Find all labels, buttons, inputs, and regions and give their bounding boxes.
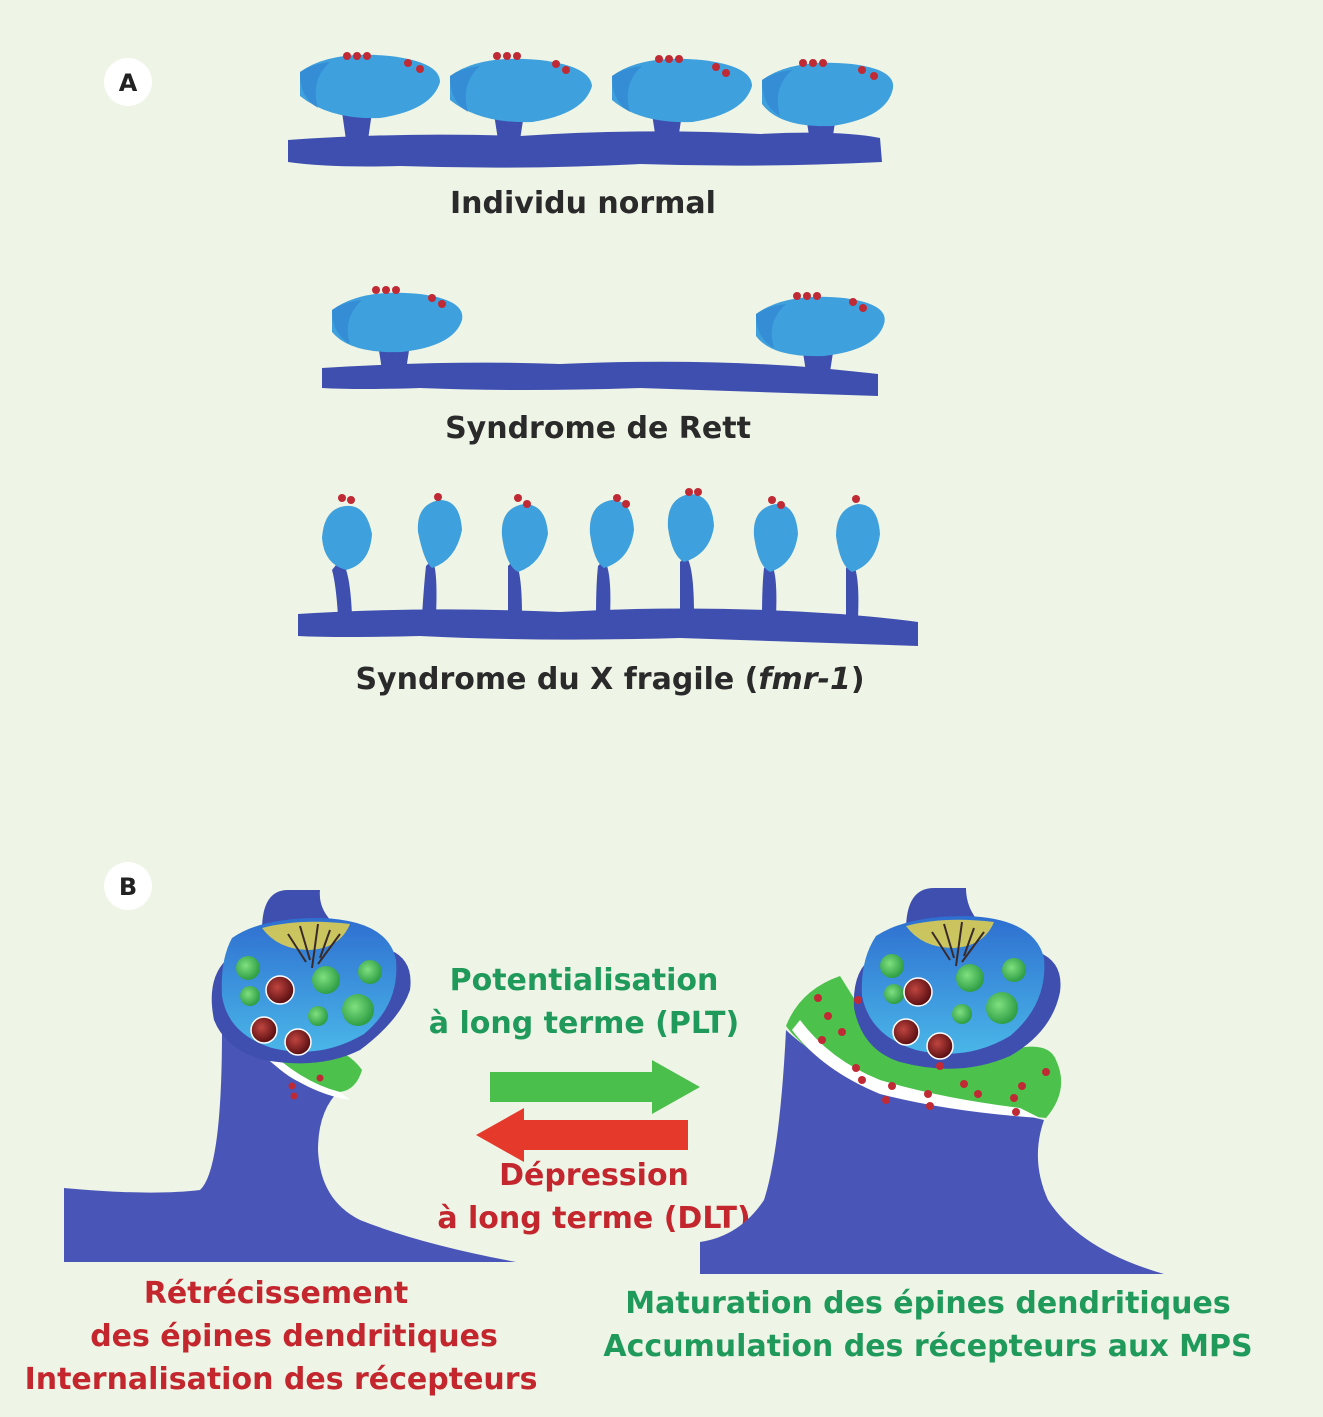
dendrite-right — [700, 1030, 1164, 1274]
dendrite-fragile-x — [298, 608, 918, 646]
caption-rett: Syndrome de Rett — [445, 411, 751, 446]
spine-rett-2 — [756, 296, 885, 372]
spine-normal-3 — [612, 58, 752, 140]
right-caption-line1: Maturation des épines dendritiques — [625, 1286, 1231, 1321]
spine-fx-3 — [501, 504, 548, 616]
ltd-label-line2: à long terme (DLT) — [437, 1201, 750, 1236]
fragile-x-spines — [322, 494, 880, 618]
left-caption-line1: Rétrécissement — [144, 1276, 408, 1311]
spine-fx-2 — [417, 500, 462, 616]
panel-b-badge — [104, 862, 152, 910]
dendrite-left — [64, 1030, 516, 1262]
left-caption-line3: Internalisation des récepteurs — [25, 1362, 538, 1397]
row-rett: Syndrome de Rett — [322, 286, 885, 446]
panel-a-badge — [104, 58, 152, 106]
dendrite-rett — [322, 361, 878, 396]
receptors-fragile-x — [338, 488, 860, 509]
spine-normal-2 — [450, 58, 592, 140]
left-caption-line2: des épines dendritiques — [90, 1319, 498, 1354]
spine-rett-1 — [332, 292, 463, 370]
spine-normal-4 — [762, 62, 894, 142]
right-caption-line2: Accumulation des récepteurs aux MPS — [603, 1329, 1252, 1364]
panel-b: B — [25, 862, 1253, 1397]
synapse-shrunk — [64, 890, 516, 1262]
presynaptic-terminal-left — [211, 890, 411, 1064]
receptors-left — [288, 1074, 324, 1100]
ltp-label-line2: à long terme (PLT) — [429, 1006, 739, 1041]
ltd-label-line1: Dépression — [499, 1158, 689, 1193]
panel-b-label: B — [119, 873, 137, 901]
spine-fx-1 — [322, 505, 372, 616]
panel-a: A — [104, 52, 918, 697]
synapse-mature — [700, 888, 1164, 1274]
row-fragile-x: Syndrome du X fragile (fmr-1) — [298, 488, 918, 697]
dendrite-normal — [288, 131, 882, 168]
presynaptic-terminal-right — [853, 888, 1061, 1069]
row-normal: Individu normal — [288, 52, 894, 221]
spine-fx-6 — [753, 504, 798, 616]
spine-fx-4 — [589, 500, 634, 616]
receptors-rett — [372, 286, 867, 312]
caption-fragile-x: Syndrome du X fragile (fmr-1) — [355, 662, 864, 697]
spine-fx-7 — [836, 504, 880, 618]
panel-a-label: A — [119, 69, 138, 97]
spine-fx-5 — [667, 494, 714, 614]
ltp-label-line1: Potentialisation — [450, 963, 719, 998]
ltd-arrow — [476, 1108, 688, 1162]
receptors-right — [814, 994, 1050, 1116]
spine-normal-1 — [300, 54, 440, 140]
ltp-arrow — [490, 1060, 700, 1114]
caption-normal: Individu normal — [450, 186, 716, 221]
receptors-normal — [343, 52, 878, 80]
